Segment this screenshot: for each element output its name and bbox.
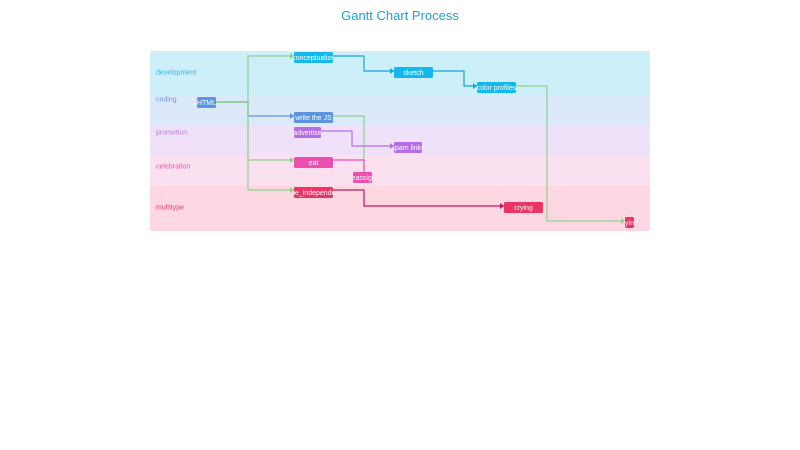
- task-bar-rect[interactable]: [477, 82, 516, 93]
- dependency-link: [333, 189, 504, 207]
- task-bar-conceptualize[interactable]: conceptualize: [292, 52, 335, 63]
- lane-label: development: [156, 70, 196, 77]
- lane-label: multitype: [156, 205, 184, 212]
- dependency-link: [216, 101, 294, 191]
- task-bar-rect[interactable]: [294, 112, 333, 123]
- task-label: conceptualize: [292, 55, 335, 62]
- task-bar-rect[interactable]: [294, 52, 333, 63]
- task-bar-advertise[interactable]: advertise: [293, 127, 322, 138]
- task-bar-colorprofiles[interactable]: color profiles: [477, 82, 517, 93]
- task-bar-crying[interactable]: crying: [504, 202, 543, 213]
- task-label: type_independent: [286, 190, 342, 197]
- task-label: write the JS: [294, 115, 332, 122]
- link-arrowhead: [290, 187, 294, 193]
- lane-label: celebration: [156, 164, 190, 171]
- task-label: reassign: [349, 175, 376, 182]
- task-label: advertise: [293, 130, 322, 137]
- lane-band: [150, 186, 650, 231]
- task-bar-reassign[interactable]: reassign: [349, 172, 376, 183]
- task-bar-dying[interactable]: dying: [621, 217, 638, 228]
- task-bar-rect[interactable]: [394, 142, 422, 153]
- task-label: HTML: [197, 100, 216, 107]
- task-bar-rect[interactable]: [294, 187, 333, 198]
- task-bar-rect[interactable]: [394, 67, 433, 78]
- link-arrowhead: [290, 113, 294, 119]
- tasks-layer: HTML conceptualize sketch color profiles wri…: [197, 52, 638, 228]
- task-label: dying: [621, 220, 638, 227]
- dependency-link: [516, 85, 625, 222]
- task-label: spam links: [391, 145, 425, 152]
- task-bar-sketch[interactable]: sketch: [394, 67, 433, 78]
- task-bar-typeindependent[interactable]: type_independent: [286, 187, 342, 198]
- task-bar-rect[interactable]: [625, 217, 634, 228]
- task-bar-rect[interactable]: [197, 97, 216, 108]
- chart-title: Gantt Chart Process: [341, 8, 459, 23]
- link-arrowhead: [290, 157, 294, 163]
- link-arrowhead: [290, 53, 294, 59]
- lane-label: coding: [156, 97, 177, 104]
- task-bar-rect[interactable]: [504, 202, 543, 213]
- task-bar-spamlinks[interactable]: spam links: [391, 142, 425, 153]
- link-arrowhead: [621, 218, 625, 224]
- link-arrowhead: [473, 83, 477, 89]
- task-label: eat: [309, 160, 319, 167]
- task-bar-rect[interactable]: [294, 127, 321, 138]
- task-bar-eat[interactable]: eat: [294, 157, 333, 168]
- dependency-link: [433, 70, 477, 87]
- link-arrowhead: [390, 143, 394, 149]
- task-bar-rect[interactable]: [294, 157, 333, 168]
- dependency-link: [333, 55, 394, 72]
- task-label: sketch: [403, 70, 423, 77]
- task-bar-rect[interactable]: [353, 172, 372, 183]
- lane-band: [150, 155, 650, 186]
- task-label: color profiles: [477, 85, 517, 92]
- dependency-link: [321, 130, 394, 147]
- task-label: crying: [514, 205, 533, 212]
- task-bar-html[interactable]: HTML: [197, 97, 216, 108]
- link-arrowhead: [390, 68, 394, 74]
- lane-label: promotion: [156, 130, 187, 137]
- task-bar-writejs[interactable]: write the JS: [294, 112, 333, 123]
- link-arrowhead: [500, 203, 504, 209]
- lane-band: [150, 95, 650, 125]
